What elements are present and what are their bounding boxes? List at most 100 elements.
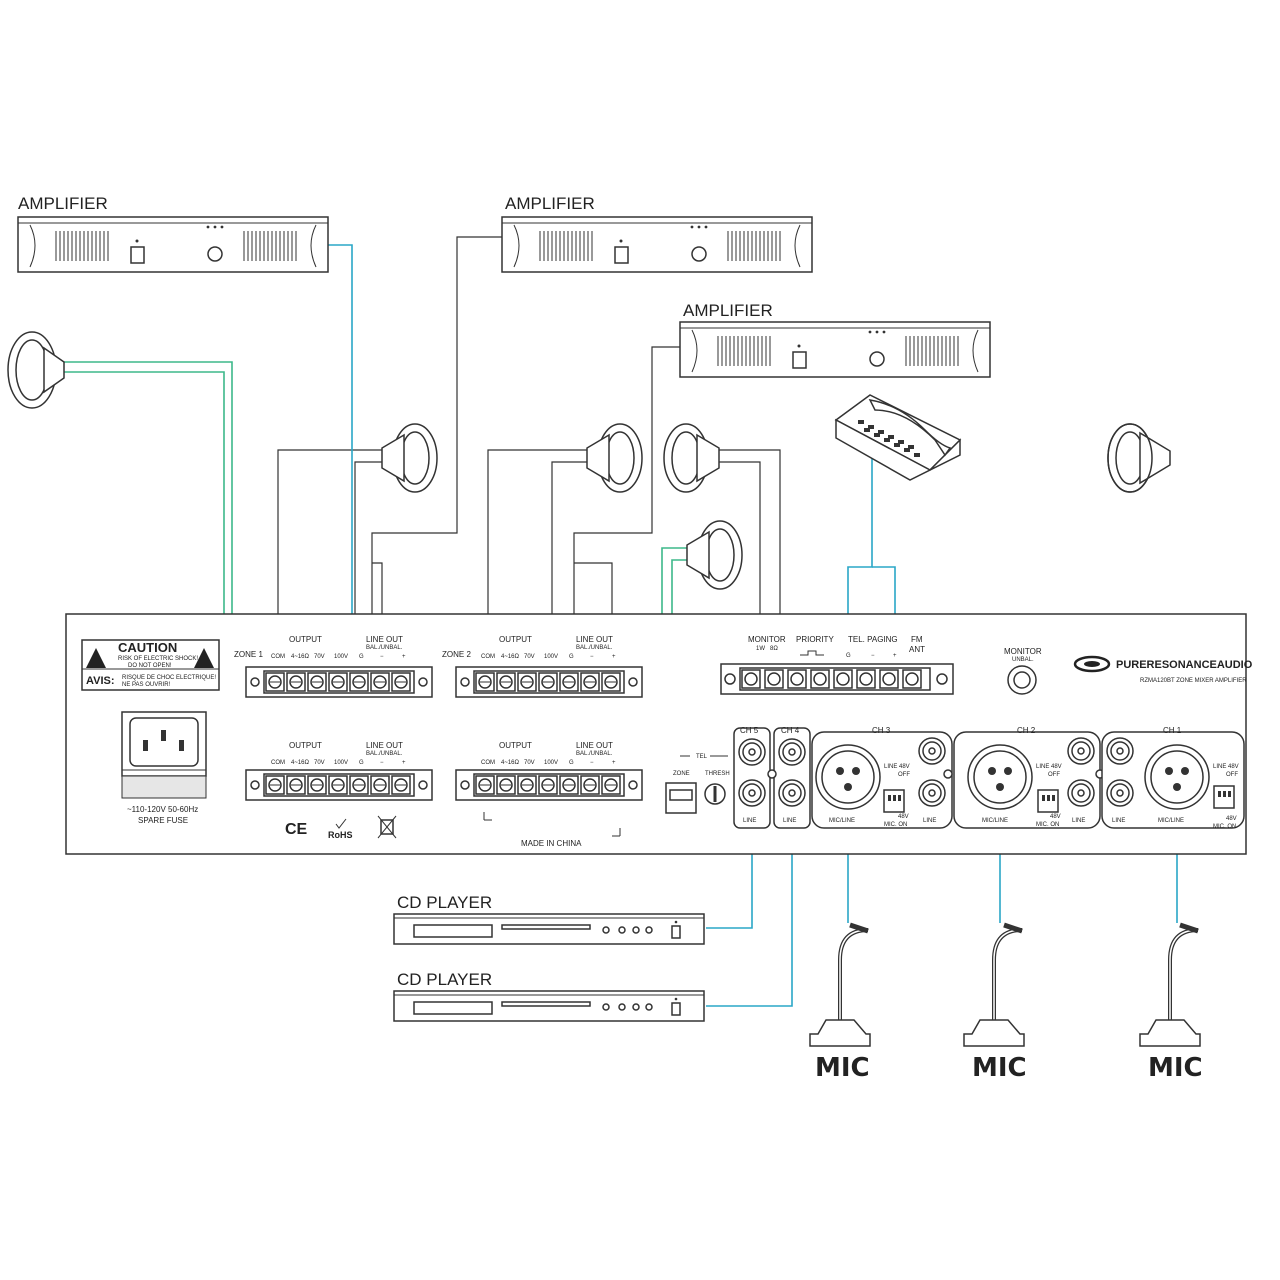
zone1-balunbal-label: BAL./UNBAL. bbox=[366, 645, 403, 651]
thresh-label: THRESH bbox=[705, 771, 730, 777]
amplifier-1: AMPLIFIER bbox=[17, 194, 329, 273]
microphone-1-icon: MIC bbox=[808, 922, 872, 1083]
ch1-rca-top bbox=[1106, 737, 1134, 765]
speaker-monitor-icon bbox=[663, 423, 720, 493]
ch3-dip-switch bbox=[883, 789, 905, 813]
zone1b-lineout-label: LINE OUT bbox=[366, 741, 403, 750]
brand-name: PURERESONANCEAUDIO bbox=[1116, 659, 1253, 671]
ant-label: ANT bbox=[909, 645, 925, 654]
avis-sub2: NE PAS OUVRIR! bbox=[122, 682, 171, 688]
svg-text:100V: 100V bbox=[544, 654, 558, 660]
made-in-label: MADE IN CHINA bbox=[521, 839, 582, 848]
zone1-bottom-terminal-block bbox=[245, 769, 433, 801]
ch5-line-label: LINE bbox=[743, 818, 756, 824]
zone1-terminal-labels: COM 4~16Ω 70V 100V G − + bbox=[271, 654, 406, 660]
paging-g-label: G bbox=[846, 653, 851, 659]
svg-text:−: − bbox=[590, 654, 594, 660]
zone2-balunbal-label: BAL./UNBAL. bbox=[576, 645, 613, 651]
tel-zone-label: ZONE bbox=[673, 771, 690, 777]
svg-text:4~16Ω: 4~16Ω bbox=[501, 654, 520, 660]
svg-text:G: G bbox=[359, 654, 364, 660]
ch2-rca-bottom bbox=[1067, 779, 1095, 807]
zone2-top-terminal-block bbox=[455, 666, 643, 698]
cd-player-1-label: CD PLAYER bbox=[397, 893, 492, 912]
paging-plus-label: + bbox=[893, 653, 897, 659]
tel-label: TEL bbox=[696, 754, 708, 760]
svg-text:70V: 70V bbox=[314, 760, 325, 766]
power-inlet: ~110-120V 50-60Hz SPARE FUSE bbox=[121, 711, 207, 825]
rohs-mark: RoHS bbox=[328, 830, 353, 840]
ch3-label: CH 3 bbox=[872, 726, 891, 735]
ce-mark: CE bbox=[285, 821, 308, 838]
cd-player-2: CD PLAYER bbox=[393, 970, 705, 1022]
ch4-label: CH 4 bbox=[781, 726, 800, 735]
thresh-knob bbox=[704, 783, 726, 805]
svg-text:−: − bbox=[590, 760, 594, 766]
svg-text:G: G bbox=[569, 654, 574, 660]
paging-minus-label: − bbox=[871, 653, 875, 659]
ch2-dip-switch bbox=[1037, 789, 1059, 813]
ch3-line-label: LINE bbox=[923, 818, 936, 824]
zone2-label: ZONE 2 bbox=[442, 650, 471, 659]
control-terminal-block bbox=[720, 663, 954, 695]
cd-player-2-label: CD PLAYER bbox=[397, 970, 492, 989]
ch1-label: CH 1 bbox=[1163, 726, 1182, 735]
monitor-ohm-label: 8Ω bbox=[770, 646, 778, 652]
svg-text:−: − bbox=[380, 654, 384, 660]
speaker-zone2-icon bbox=[586, 423, 643, 493]
speaker-green-icon bbox=[686, 520, 743, 590]
svg-text:−: − bbox=[380, 760, 384, 766]
caution-sub2: DO NOT OPEN! bbox=[128, 663, 172, 669]
svg-text:100V: 100V bbox=[334, 654, 348, 660]
svg-text:G: G bbox=[569, 760, 574, 766]
ch1-micline-label: MIC/LINE bbox=[1158, 818, 1184, 824]
paging-console-icon bbox=[834, 394, 962, 481]
zone2-bottom-terminal-block bbox=[455, 769, 643, 801]
ch3-xlr bbox=[815, 744, 881, 810]
zone1-lineout-label: LINE OUT bbox=[366, 635, 403, 644]
zone1b-terminal-labels: COM 4~16Ω 70V 100V G − + bbox=[271, 760, 406, 766]
ch4-rca-top bbox=[778, 738, 806, 766]
zone1-label: ZONE 1 bbox=[234, 650, 263, 659]
svg-text:+: + bbox=[402, 654, 406, 660]
svg-text:COM: COM bbox=[271, 760, 285, 766]
zone1-output-label: OUTPUT bbox=[289, 635, 322, 644]
caution-sub1: RISK OF ELECTRIC SHOCK! bbox=[118, 656, 198, 662]
amplifier-1-label: AMPLIFIER bbox=[18, 194, 108, 213]
svg-text:4~16Ω: 4~16Ω bbox=[291, 760, 310, 766]
ch1-rca-bottom bbox=[1106, 779, 1134, 807]
weee-icon bbox=[377, 815, 397, 839]
tel-paging-label: TEL. PAGING bbox=[848, 635, 898, 644]
spare-fuse-label: SPARE FUSE bbox=[138, 816, 188, 825]
svg-text:100V: 100V bbox=[334, 760, 348, 766]
ch3-micon-label: MIC. ON bbox=[884, 822, 907, 828]
zone2-lineout-label: LINE OUT bbox=[576, 635, 613, 644]
ch2-off-label: OFF bbox=[1048, 772, 1060, 778]
ch1-xlr bbox=[1144, 744, 1210, 810]
ch5-label: CH 5 bbox=[740, 726, 759, 735]
zone1b-balunbal-label: BAL./UNBAL. bbox=[366, 751, 403, 757]
ch3-rca-top bbox=[918, 737, 946, 765]
svg-text:70V: 70V bbox=[524, 654, 535, 660]
ch1-48v-label: 48V bbox=[1226, 816, 1237, 822]
ch3-micline-label: MIC/LINE bbox=[829, 818, 855, 824]
ch2-line-label: LINE bbox=[1072, 818, 1085, 824]
svg-text:70V: 70V bbox=[524, 760, 535, 766]
svg-text:COM: COM bbox=[481, 760, 495, 766]
fm-label: FM bbox=[911, 635, 923, 644]
amplifier-3-label: AMPLIFIER bbox=[683, 301, 773, 320]
zone2b-terminal-labels: COM 4~16Ω 70V 100V G − + bbox=[481, 760, 616, 766]
monitor-watt-label: 1W bbox=[756, 646, 765, 652]
caution-label: CAUTION RISK OF ELECTRIC SHOCK! DO NOT O… bbox=[81, 639, 220, 691]
microphone-2-icon: MIC bbox=[962, 922, 1027, 1083]
mic-2-label: MIC bbox=[972, 1053, 1027, 1083]
svg-text:G: G bbox=[359, 760, 364, 766]
tel-zone-dip bbox=[665, 782, 697, 814]
amplifier-2: AMPLIFIER bbox=[501, 194, 813, 273]
svg-text:+: + bbox=[612, 760, 616, 766]
monitor-jack bbox=[1007, 665, 1037, 695]
svg-text:COM: COM bbox=[481, 654, 495, 660]
mic-3-label: MIC bbox=[1148, 1053, 1203, 1083]
ch3-48v-label: 48V bbox=[898, 814, 909, 820]
brand-logo-icon bbox=[1073, 655, 1111, 673]
